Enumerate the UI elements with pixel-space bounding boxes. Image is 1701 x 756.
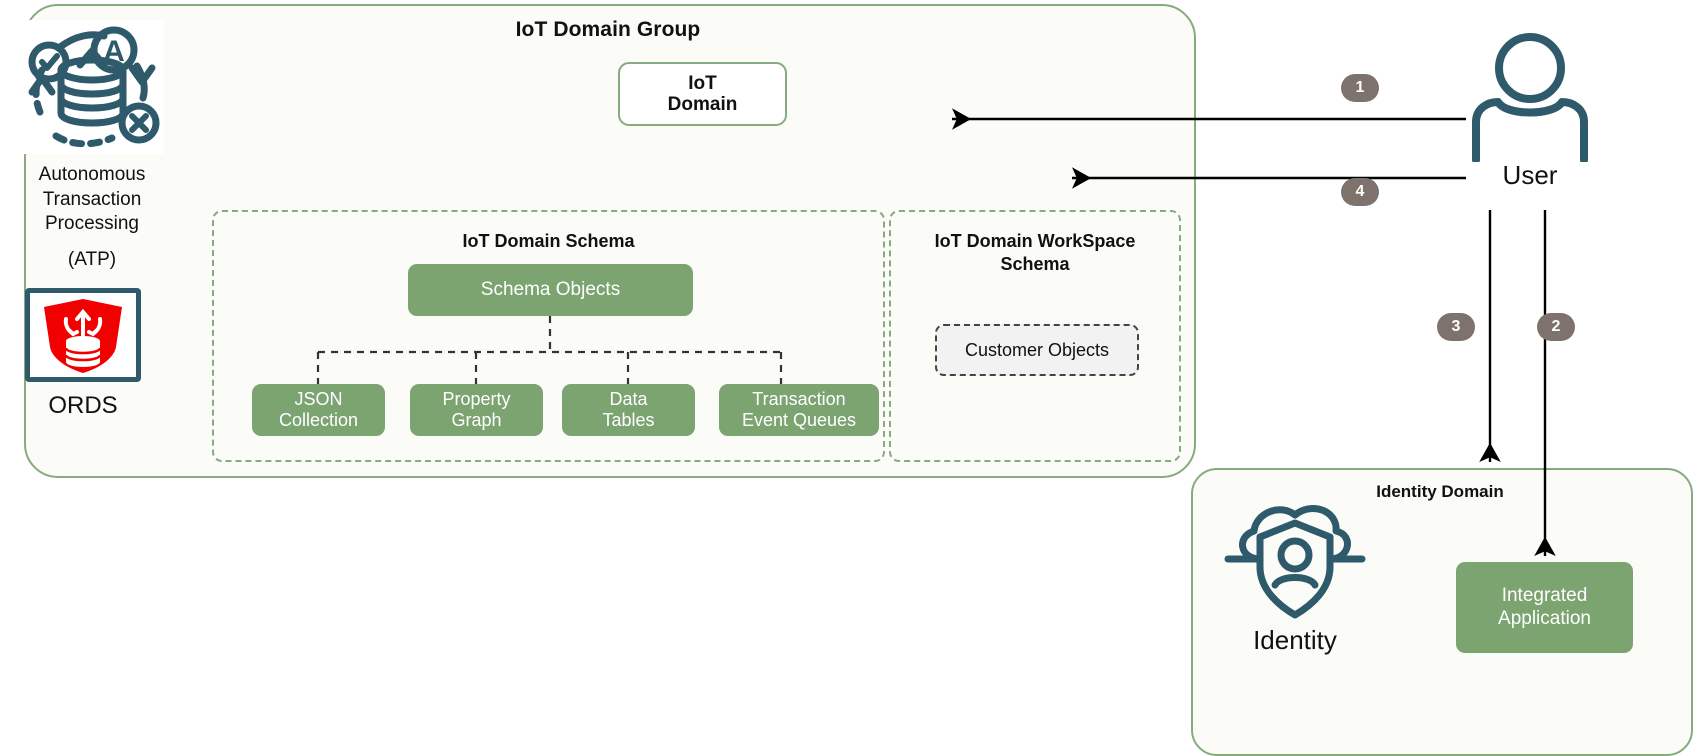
iot-domain-line1: IoT — [688, 72, 717, 94]
user-person-icon — [1470, 32, 1590, 164]
property-graph-box[interactable]: Property Graph — [410, 384, 543, 436]
step-badge-3: 3 — [1437, 313, 1475, 341]
transaction-event-queues-line2: Event Queues — [741, 410, 857, 430]
transaction-event-queues-line1: Transaction — [752, 389, 846, 410]
svg-text:A: A — [103, 35, 125, 68]
atp-label-line1: Autonomous — [38, 164, 146, 185]
integrated-app-line1: Integrated — [1501, 585, 1588, 607]
autonomous-database-icon: A — [20, 20, 164, 154]
data-tables-box[interactable]: Data Tables — [562, 384, 695, 436]
customer-objects-box[interactable]: Customer Objects — [935, 324, 1139, 376]
schema-objects-label: Schema Objects — [480, 278, 621, 300]
ords-shield-icon — [25, 288, 141, 382]
iot-domain-line2: Domain — [667, 94, 738, 115]
data-tables-line1: Data — [609, 389, 648, 410]
atp-label-line3: Processing — [45, 213, 139, 235]
iot-domain-schema-panel: IoT Domain Schema — [212, 210, 885, 462]
iot-domain-schema-title: IoT Domain Schema — [462, 231, 635, 251]
step-badge-4: 4 — [1341, 178, 1379, 206]
ords-label: ORDS — [48, 392, 118, 419]
transaction-event-queues-box[interactable]: Transaction Event Queues — [719, 384, 879, 436]
iot-domain-workspace-schema-title: IoT Domain WorkSpace Schema — [891, 230, 1179, 275]
property-graph-line1: Property — [442, 389, 511, 410]
json-collection-line1: JSON — [294, 389, 343, 410]
json-collection-line2: Collection — [278, 410, 359, 430]
step-badge-1: 1 — [1341, 74, 1379, 102]
atp-label-line2: Transaction — [42, 188, 142, 210]
iot-domain-box[interactable]: IoT Domain — [618, 62, 787, 126]
step-badge-2: 2 — [1537, 313, 1575, 341]
iot-domain-group-container — [24, 4, 1196, 478]
data-tables-line2: Tables — [602, 410, 655, 430]
integrated-app-line2: Application — [1498, 607, 1591, 629]
identity-label: Identity — [1253, 625, 1337, 655]
iot-domain-workspace-schema-panel: IoT Domain WorkSpace Schema — [889, 210, 1181, 462]
workspace-title-line1: IoT Domain WorkSpace — [934, 231, 1136, 251]
customer-objects-label: Customer Objects — [964, 339, 1110, 360]
atp-label-line4: (ATP) — [67, 249, 117, 271]
atp-label: Autonomous Transaction Processing (ATP) — [8, 163, 176, 273]
identity-cloud-shield-icon — [1220, 497, 1370, 622]
integrated-application-box[interactable]: Integrated Application — [1456, 562, 1633, 653]
json-collection-box[interactable]: JSON Collection — [252, 384, 385, 436]
user-label: User — [1502, 160, 1558, 190]
iot-domain-group-title: IoT Domain Group — [515, 18, 701, 41]
schema-objects-box[interactable]: Schema Objects — [408, 264, 693, 316]
property-graph-line2: Graph — [451, 410, 502, 430]
identity-domain-title: Identity Domain — [1376, 482, 1504, 501]
workspace-title-line2: Schema — [1000, 253, 1070, 274]
